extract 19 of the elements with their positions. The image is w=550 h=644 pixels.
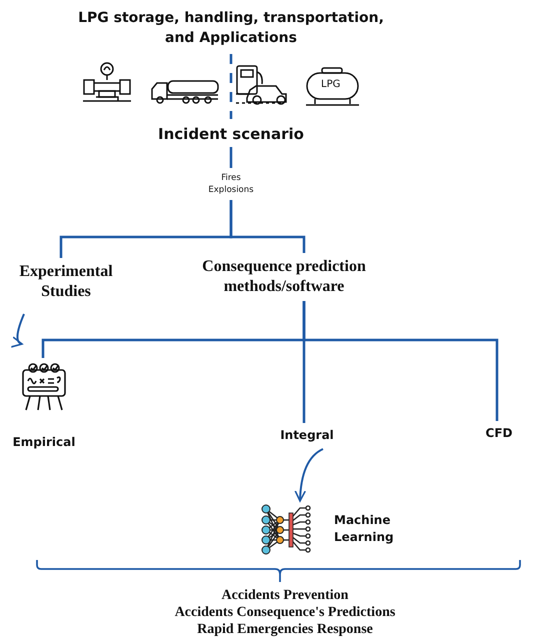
connector-line <box>302 301 498 421</box>
connector-line <box>230 147 232 168</box>
outcome-text: Accidents Prevention <box>220 587 350 604</box>
step-label: Incident scenario <box>155 125 307 143</box>
node-label: Machine Learning <box>334 512 394 546</box>
title-text: LPG storage, handling, transportation, and Applications <box>71 8 391 48</box>
outcome-text: Rapid Emergencies Response <box>196 621 374 638</box>
connector-line <box>230 54 232 119</box>
curved-arrow <box>294 448 324 502</box>
tank-label: LPG <box>321 79 340 91</box>
curved-arrow <box>10 314 25 346</box>
step-label: Fires Explosions <box>206 172 256 196</box>
method-label: CFD <box>477 425 521 441</box>
category-label: Consequence prediction methods/software <box>188 257 380 297</box>
method-label: Integral <box>275 427 339 443</box>
outcome-text: Accidents Consequence's Predictions <box>174 604 396 621</box>
connector-line <box>230 200 306 253</box>
node-label: Empirical <box>12 434 76 450</box>
category-label: Experimental Studies <box>6 262 126 302</box>
